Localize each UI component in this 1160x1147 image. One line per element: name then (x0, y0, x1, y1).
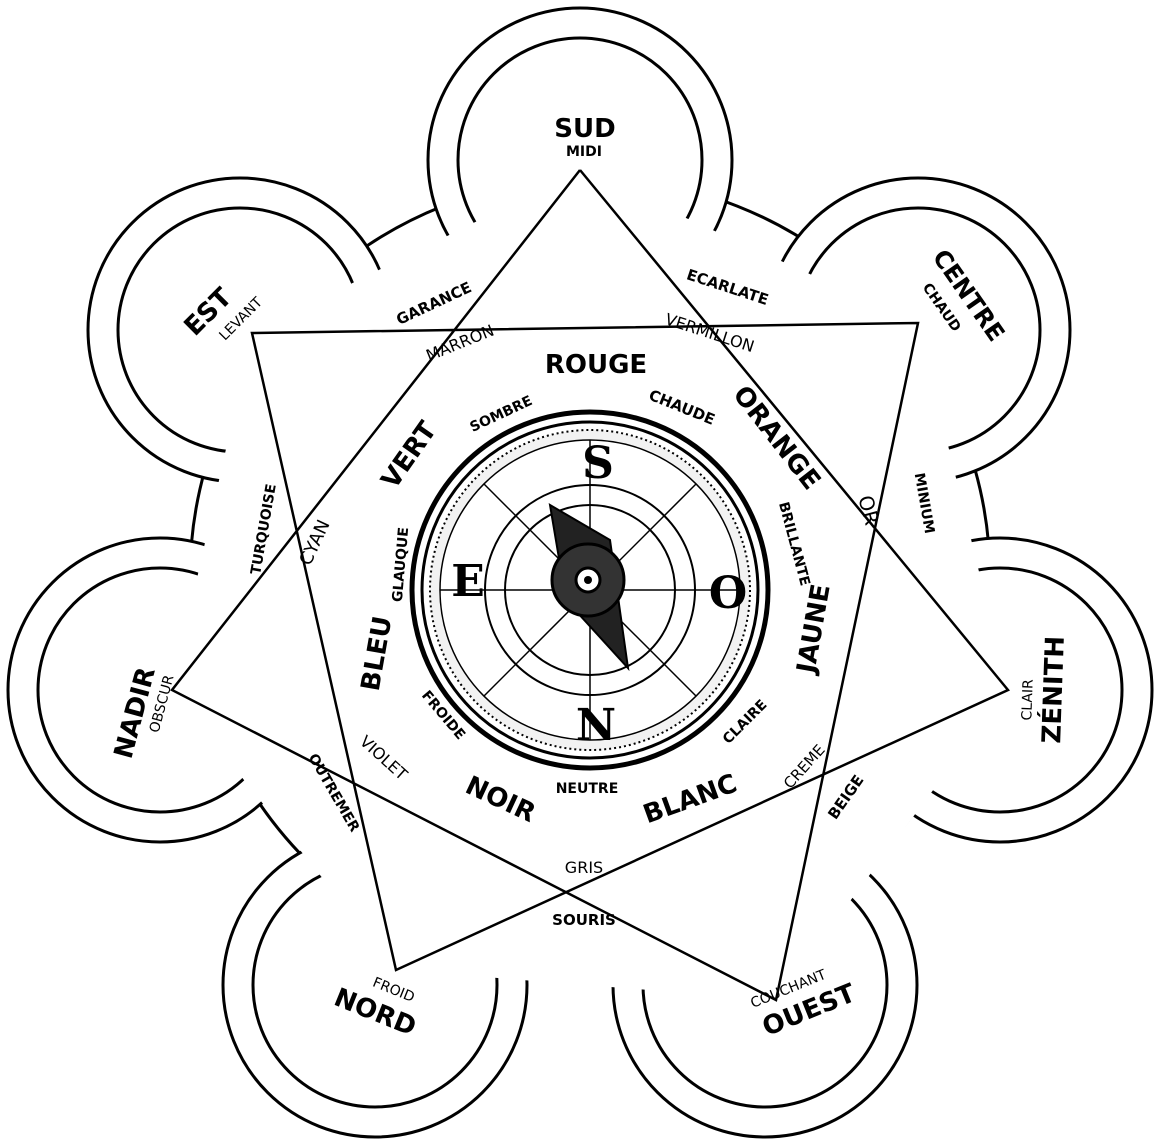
label-neutre: NEUTRE (556, 781, 619, 797)
compass-o: O (709, 568, 747, 619)
label-souris: SOURIS (552, 911, 616, 929)
label-sud: SUD (554, 114, 615, 144)
label-zenith: ZÉNITH (1035, 635, 1071, 744)
star-lines (170, 169, 1010, 1002)
compass: S O N E (409, 409, 771, 771)
label-rouge: ROUGE (545, 350, 647, 380)
compass-e: E (451, 556, 485, 607)
compass-needle (548, 503, 630, 672)
label-glauque: GLAUQUE (390, 527, 412, 603)
compass-s: S (582, 438, 614, 489)
label-midi: MIDI (566, 144, 602, 160)
label-gris: GRIS (565, 858, 603, 877)
compass-n: N (576, 700, 616, 751)
label-clair: CLAIR (1019, 679, 1036, 721)
